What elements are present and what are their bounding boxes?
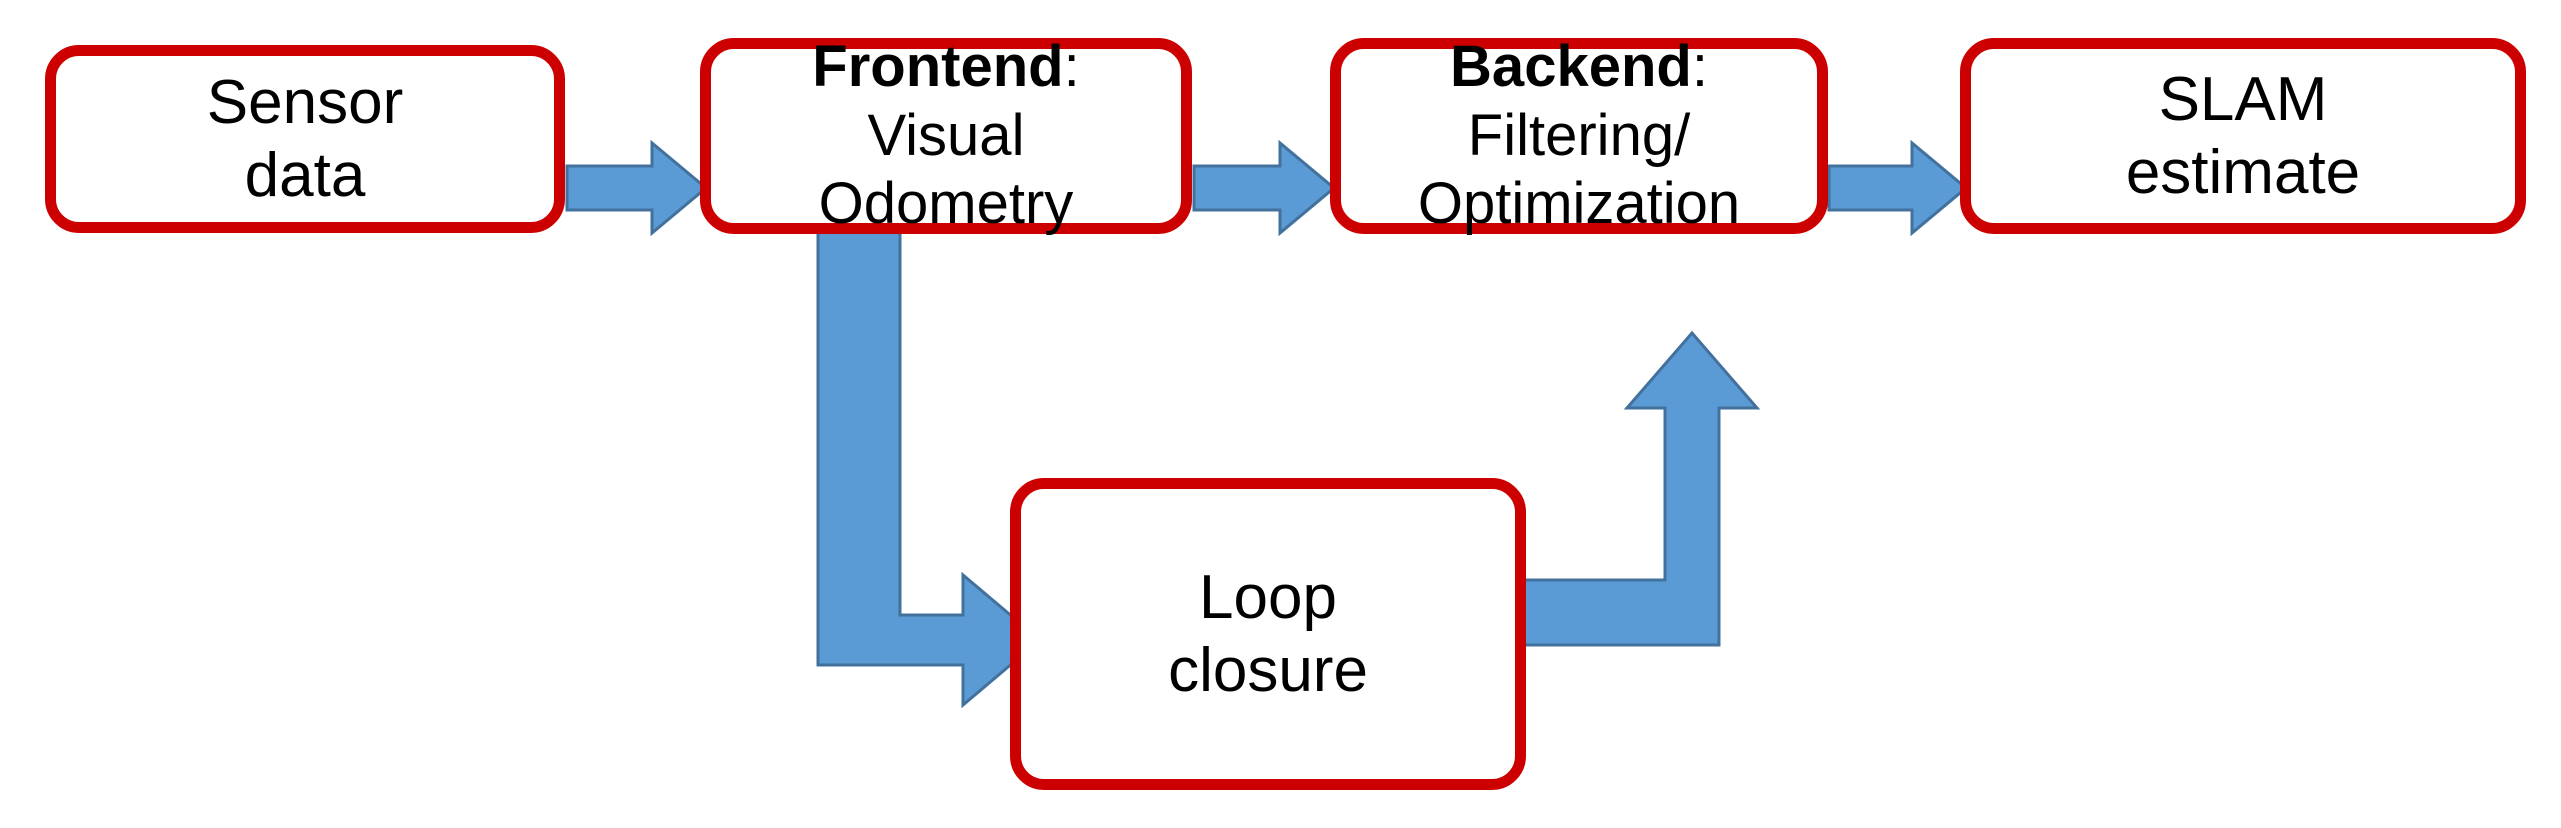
node-loop-closure: Loop closure bbox=[1010, 478, 1526, 790]
node-backend-label-head: Backend bbox=[1450, 34, 1692, 100]
node-slam-estimate-line-2: estimate bbox=[2125, 138, 2361, 207]
node-frontend-label-tail: : bbox=[1063, 34, 1080, 100]
node-frontend-label-head: Frontend bbox=[812, 34, 1064, 100]
arrow-loop-closure-to-backend bbox=[1520, 330, 1761, 647]
node-frontend-line-3: Odometry bbox=[818, 171, 1074, 237]
arrow-frontend-to-loop-closure bbox=[816, 226, 1043, 709]
arrow-backend-to-slam bbox=[1827, 139, 1969, 237]
node-backend-line-2: Filtering/ bbox=[1467, 102, 1691, 168]
node-backend-line-1: Backend: bbox=[1450, 33, 1708, 101]
node-sensor-data: Sensor data bbox=[45, 45, 565, 233]
node-backend-line-3: Optimization bbox=[1417, 171, 1741, 237]
node-loop-closure-line-2: closure bbox=[1168, 636, 1368, 705]
arrow-sensor-to-frontend bbox=[565, 139, 709, 237]
node-slam-estimate: SLAM estimate bbox=[1960, 38, 2526, 234]
node-frontend: Frontend: Visual Odometry bbox=[700, 34, 1192, 236]
node-frontend-line-2: Visual bbox=[867, 102, 1025, 168]
node-backend-label-tail: : bbox=[1691, 34, 1708, 100]
node-sensor-data-line-1: Sensor bbox=[206, 67, 404, 137]
node-frontend-line-1: Frontend: bbox=[812, 33, 1079, 101]
node-slam-estimate-line-1: SLAM bbox=[2158, 64, 2328, 134]
node-sensor-data-line-2: data bbox=[244, 141, 366, 210]
arrow-frontend-to-backend bbox=[1192, 139, 1337, 237]
node-loop-closure-line-1: Loop bbox=[1199, 562, 1337, 632]
node-backend: Backend: Filtering/ Optimization bbox=[1330, 34, 1828, 236]
